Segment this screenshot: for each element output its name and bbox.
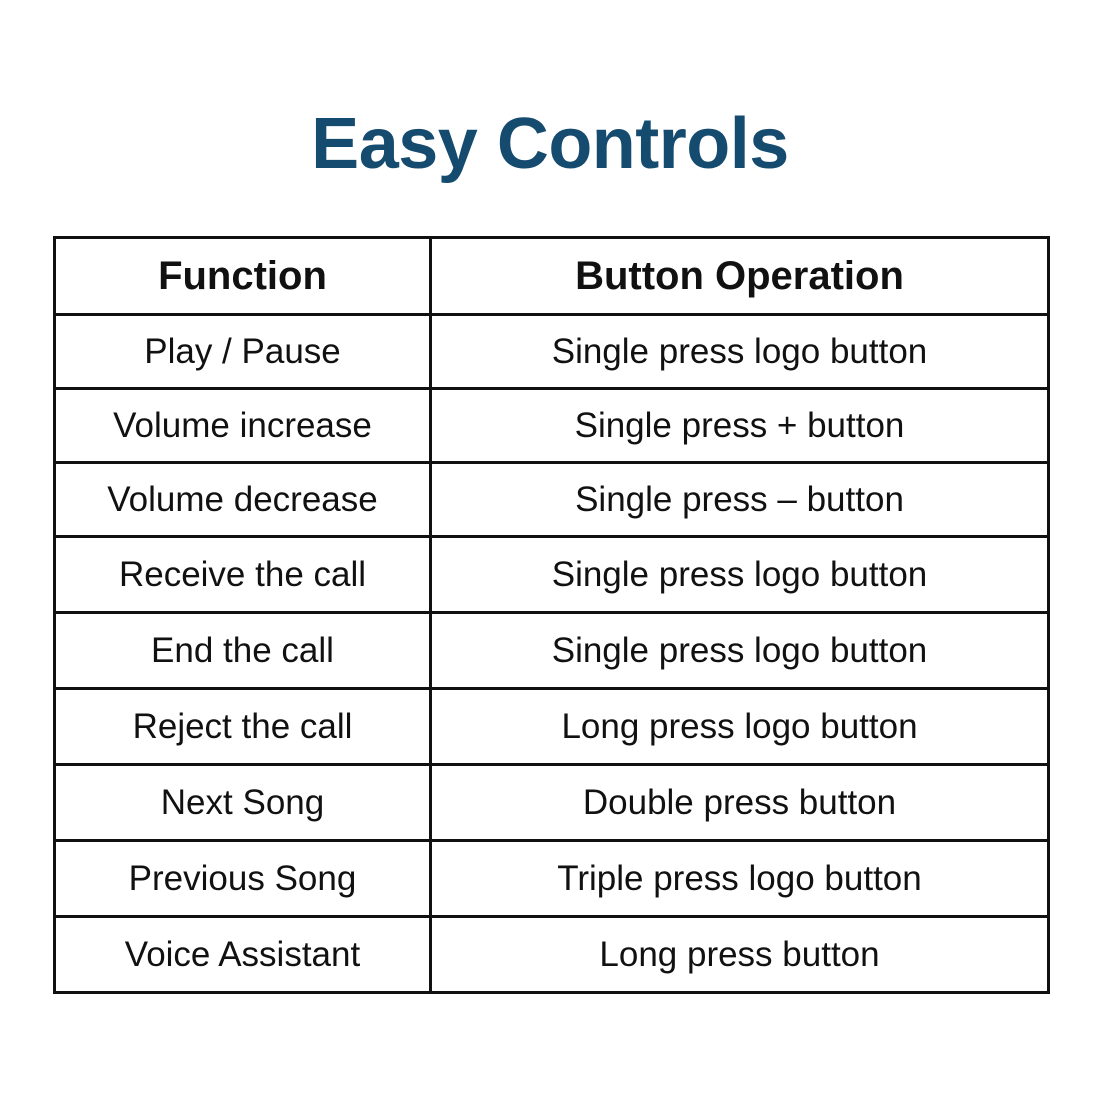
table-header-row: Function Button Operation [53,236,1050,316]
table-row: Volume decrease Single press – button [53,461,1050,538]
operation-cell: Triple press logo button [429,839,1050,918]
page-title: Easy Controls [311,104,789,184]
operation-cell: Long press button [429,915,1050,994]
function-cell: Volume increase [53,387,432,464]
table-row: Play / Pause Single press logo button [53,313,1050,390]
function-cell: Reject the call [53,687,432,766]
table-row: Volume increase Single press + button [53,387,1050,464]
operation-cell: Single press logo button [429,535,1050,614]
function-cell: Voice Assistant [53,915,432,994]
table-row: Previous Song Triple press logo button [53,839,1050,918]
function-cell: Next Song [53,763,432,842]
function-cell: Volume decrease [53,461,432,538]
function-cell: Play / Pause [53,313,432,390]
operation-cell: Long press logo button [429,687,1050,766]
operation-cell: Single press + button [429,387,1050,464]
table-row: Next Song Double press button [53,763,1050,842]
operation-cell: Single press logo button [429,611,1050,690]
table-row: Receive the call Single press logo butto… [53,535,1050,614]
function-cell: Receive the call [53,535,432,614]
operation-cell: Single press logo button [429,313,1050,390]
operation-cell: Single press – button [429,461,1050,538]
header-button-operation: Button Operation [429,236,1050,316]
table-row: End the call Single press logo button [53,611,1050,690]
table-row: Voice Assistant Long press button [53,915,1050,994]
function-cell: Previous Song [53,839,432,918]
operation-cell: Double press button [429,763,1050,842]
table-row: Reject the call Long press logo button [53,687,1050,766]
header-function: Function [53,236,432,316]
controls-table: Function Button Operation Play / Pause S… [53,236,1050,994]
function-cell: End the call [53,611,432,690]
